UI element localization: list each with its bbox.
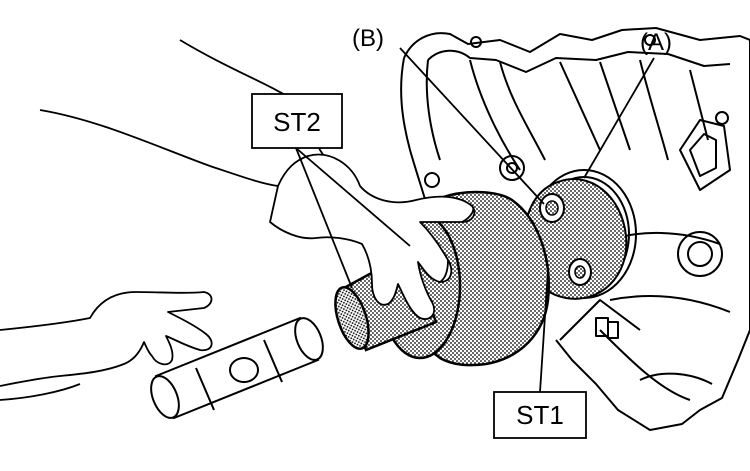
callout-st2: ST2 <box>251 93 343 149</box>
callout-b-label: (B) <box>352 25 384 52</box>
callout-a-label: (A) <box>640 29 672 56</box>
holding-hand <box>39 39 476 320</box>
callout-st1-label: ST1 <box>516 400 564 430</box>
callout-st1: ST1 <box>493 391 587 439</box>
hammer-hand <box>0 291 213 401</box>
hammer <box>150 316 324 420</box>
callout-st2-label: ST2 <box>273 107 321 137</box>
leader-lines <box>295 47 655 393</box>
